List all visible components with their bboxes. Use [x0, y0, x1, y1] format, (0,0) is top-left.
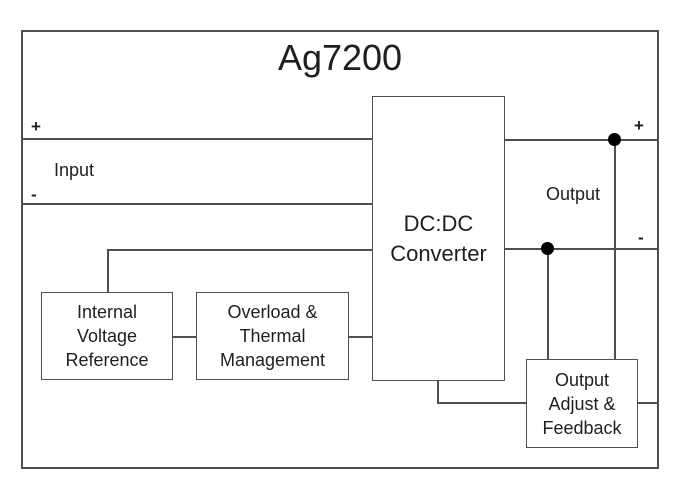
wire-ivr-to-otm	[172, 336, 197, 338]
block-otm-label-line2: Thermal	[239, 326, 306, 346]
block-ivr-label-line3: Reference	[65, 350, 149, 370]
outer-frame	[21, 30, 659, 469]
block-oaf-label-line3: Feedback	[542, 417, 622, 438]
block-ivr-label-line2: Voltage	[76, 326, 138, 346]
wire-input-minus	[21, 203, 372, 205]
wire-otm-to-dcdc	[347, 336, 373, 338]
block-internal-voltage-reference: Internal Voltage Reference	[41, 292, 173, 380]
block-overload-thermal-management: Overload & Thermal Management	[196, 292, 349, 380]
output-plus-label: +	[634, 116, 644, 135]
input-label: Input	[54, 160, 95, 180]
wire-dcdc-to-oaf	[437, 402, 527, 404]
block-otm-label-line3: Management	[219, 350, 326, 370]
block-dcdc-label-line1: DC:DC	[403, 210, 474, 236]
input-minus-label: -	[31, 185, 37, 204]
output-label: Output	[546, 184, 601, 204]
block-oaf-label-line2: Adjust &	[548, 393, 616, 414]
wire-plus-rail-to-feedback	[614, 139, 616, 360]
junction-dot-plus	[608, 133, 621, 146]
output-minus-label: -	[638, 228, 644, 247]
junction-dot-minus	[541, 242, 554, 255]
wire-minus-rail-to-feedback	[547, 248, 549, 360]
wire-output-minus	[503, 248, 659, 250]
block-output-adjust-feedback: Output Adjust & Feedback	[526, 359, 638, 448]
wire-ivr-feed-vertical	[107, 249, 109, 293]
block-dcdc-converter: DC:DC Converter	[372, 96, 505, 381]
block-otm-label-line1: Overload &	[227, 302, 318, 322]
wire-input-plus	[21, 138, 372, 140]
wire-output-plus	[503, 139, 659, 141]
input-plus-label: +	[31, 117, 41, 136]
wire-dcdc-bottom-vertical	[437, 379, 439, 403]
block-oaf-label-line1: Output	[554, 369, 610, 390]
diagram-title: Ag7200	[277, 37, 403, 78]
block-dcdc-label-line2: Converter	[390, 240, 487, 266]
wire-ivr-feed-horizontal	[107, 249, 372, 251]
wire-oaf-to-frame	[636, 402, 659, 404]
block-ivr-label-line1: Internal	[76, 302, 138, 322]
